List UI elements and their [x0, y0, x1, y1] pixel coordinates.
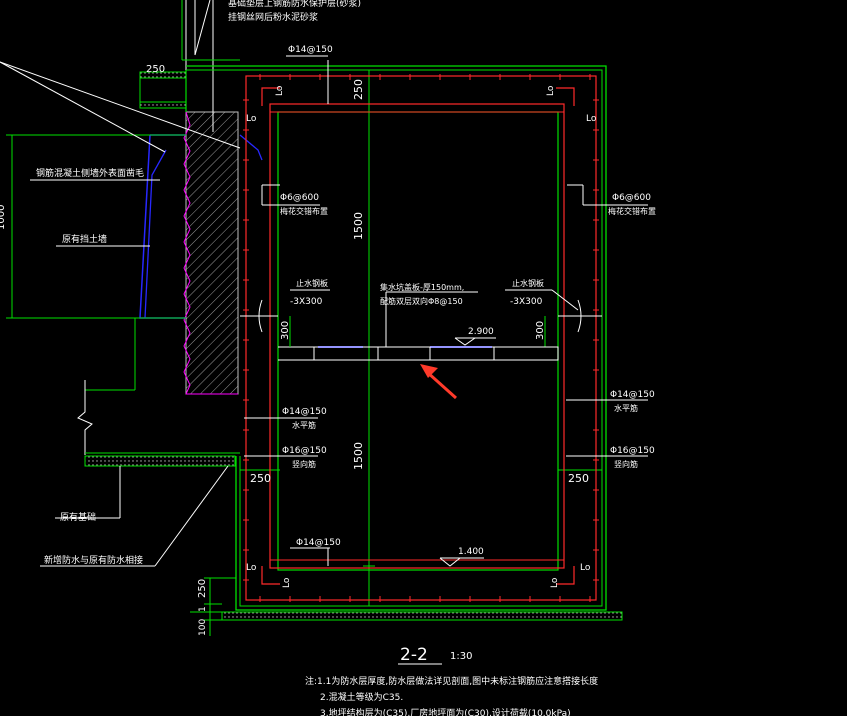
section-scale: 1:30	[450, 651, 472, 662]
label-waterproof-joint: 新增防水与原有防水相接	[44, 554, 143, 566]
dim-lower-1500: 1500	[352, 442, 365, 470]
label-existing-base: 原有基础	[60, 511, 96, 523]
rebar-left-vertical-desc: 竖向筋	[292, 459, 316, 469]
rebar-left-horizontal: Φ14@150	[282, 407, 327, 417]
water-stop-left-size: -3X300	[290, 297, 323, 307]
water-stop-left: 止水钢板	[296, 278, 328, 288]
lap-lo-left-bottom: Lo	[246, 563, 257, 573]
note-1: 注:1.1为防水层厚度,防水层做法详见剖面,图中未标注钢筋应注意搭接长度	[305, 675, 598, 687]
dim-top-250: 250	[352, 79, 365, 100]
elevation-middle: 2.900	[468, 327, 494, 337]
elevation-bottom: 1.400	[458, 547, 484, 557]
rebar-left-horizontal-desc: 水平筋	[292, 420, 316, 430]
waterproof-zigzag	[183, 111, 191, 395]
leader-lines	[0, 0, 241, 153]
existing-wall	[139, 0, 240, 395]
annotation-leaders	[244, 55, 648, 566]
lap-lo-top-right: Lo	[546, 85, 556, 96]
dim-upper-1500: 1500	[352, 212, 365, 240]
lap-lo-left-top: Lo	[246, 114, 257, 124]
pit-outline	[186, 65, 623, 636]
dim-bottom-100: 100	[198, 619, 208, 636]
dim-top-250-outer: 250	[146, 64, 165, 75]
lap-lo-right-top: Lo	[586, 114, 597, 124]
left-height-dim: 1000	[0, 205, 7, 230]
note-concrete: 钢筋混凝土侧墙外表面凿毛	[36, 167, 144, 179]
rebar-left-vertical: Φ16@150	[282, 446, 327, 456]
rebar-bottom-bar: Φ14@150	[296, 538, 341, 548]
lap-lo-right-bottom: Lo	[580, 563, 591, 573]
rebar-right-horizontal-desc: 水平筋	[614, 403, 638, 413]
elevation-markers	[439, 337, 496, 567]
rebar	[243, 74, 599, 602]
highlight-arrow	[420, 364, 458, 400]
water-stop-right: 止水钢板	[512, 278, 544, 288]
note-top-2: 挂钢丝网后粉水泥砂浆	[228, 11, 318, 23]
dim-bottom-1: 1	[198, 606, 208, 612]
note-2: 2.混凝土等级为C35.	[320, 691, 403, 703]
dim-bottom-250: 250	[197, 579, 208, 598]
dim-right-250: 250	[568, 472, 589, 485]
existing-base	[40, 452, 240, 567]
rebar-right-tie-desc: 梅花交错布置	[608, 206, 656, 216]
lap-lo-bottom-right: Lo	[550, 577, 560, 588]
water-stop-right-size: -3X300	[510, 297, 543, 307]
rebar-ticks	[243, 74, 599, 602]
rebar-right-tie: Φ6@600	[612, 193, 651, 203]
dim-step-300-right: 300	[535, 321, 546, 340]
left-dimension: 1000	[0, 134, 186, 455]
lap-lo-bottom-left: Lo	[282, 577, 292, 588]
label-retaining-wall: 原有挡土墙	[62, 233, 107, 245]
lap-lo-top-left: Lo	[275, 85, 285, 96]
rebar-left-tie: Φ6@600	[280, 193, 319, 203]
cover-slab-note-2: 配筋双层双向Φ8@150	[380, 296, 463, 306]
note-top-1: 基础垫层上钢筋防水保护层(砂浆)	[228, 0, 361, 9]
dim-left-250: 250	[250, 472, 271, 485]
section-title: 2-2	[400, 645, 428, 665]
rebar-right-horizontal: Φ14@150	[610, 390, 655, 400]
cover-slab-note-1: 集水坑盖板-厚150mm,	[380, 282, 464, 292]
dim-step-300-left: 300	[280, 321, 291, 340]
note-3: 3.地坪结构层为(C35),厂房地坪面为(C30),设计荷载(10.0kPa)	[320, 707, 571, 716]
water-stops	[240, 291, 602, 361]
rebar-right-vertical-desc: 竖向筋	[614, 459, 638, 469]
rebar-top-bar: Φ14@150	[288, 45, 333, 55]
rebar-right-vertical: Φ16@150	[610, 446, 655, 456]
existing-wall-hatch	[185, 111, 239, 395]
rebar-left-tie-desc: 梅花交错布置	[280, 206, 328, 216]
